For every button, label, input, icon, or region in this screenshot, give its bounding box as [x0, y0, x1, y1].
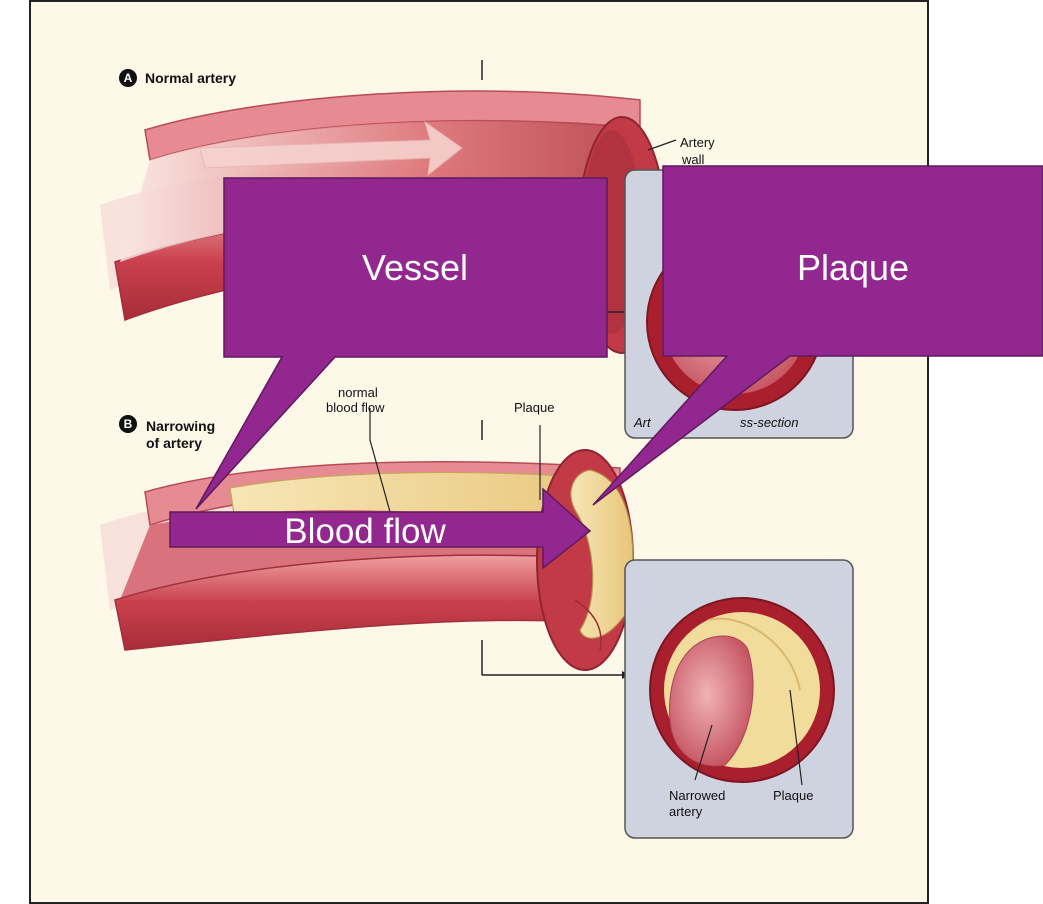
narrowed-artery-label-2: artery — [669, 804, 703, 819]
artery-wall-label-2: wall — [681, 152, 705, 167]
narrowed-artery-label-1: Narrowed — [669, 788, 725, 803]
artery-wall-label-1: Artery — [680, 135, 715, 150]
cross-section-label-right: ss-section — [740, 415, 799, 430]
cross-section-inset-b — [625, 560, 853, 838]
panel-b-label-line2: of artery — [146, 435, 202, 451]
panel-b-label-line1: Narrowing — [146, 418, 215, 434]
plaque-label-bottom: Plaque — [773, 788, 813, 803]
cross-section-label-left: Art — [633, 415, 652, 430]
plaque-label-top: Plaque — [514, 400, 554, 415]
abnormal-flow-label-1: normal — [338, 385, 378, 400]
badge-a: A — [124, 71, 133, 85]
blood-flow-text: Blood flow — [284, 512, 446, 551]
badge-b: B — [124, 417, 133, 431]
abnormal-flow-label-2: blood flow — [326, 400, 385, 415]
panel-a-label: Normal artery — [145, 70, 236, 86]
plaque-callout-text: Plaque — [797, 247, 909, 288]
vessel-callout-text: Vessel — [362, 247, 468, 288]
